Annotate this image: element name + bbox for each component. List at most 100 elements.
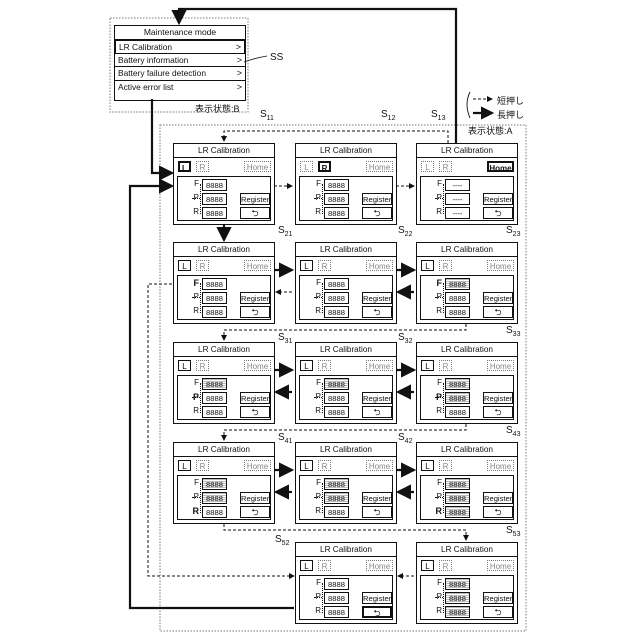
tab-l[interactable]: L (300, 260, 313, 271)
tab-r[interactable]: R (318, 360, 331, 371)
register-button[interactable]: Register (240, 193, 270, 205)
value-field-p[interactable]: ---- (445, 193, 470, 205)
register-button[interactable]: Register (483, 193, 513, 205)
value-field-f[interactable]: 8888 (324, 278, 349, 290)
tab-l[interactable]: L (300, 360, 313, 371)
tab-l[interactable]: L (421, 260, 434, 271)
back-icon[interactable]: ⮌ (362, 306, 392, 318)
value-field-p[interactable]: 8888 (202, 193, 227, 205)
register-button[interactable]: Register (483, 492, 513, 504)
value-field-r[interactable]: 8888 (445, 306, 470, 318)
value-field-f[interactable]: 8888 (445, 578, 470, 590)
register-button[interactable]: Register (240, 392, 270, 404)
value-field-p[interactable]: 8888 (324, 492, 349, 504)
tab-home[interactable]: Home (487, 360, 514, 371)
tab-l[interactable]: L (300, 161, 313, 172)
register-button[interactable]: Register (362, 292, 392, 304)
value-field-r[interactable]: 8888 (445, 606, 470, 618)
back-icon[interactable]: ⮌ (483, 207, 513, 219)
tab-l[interactable]: L (421, 460, 434, 471)
value-field-r[interactable]: 8888 (445, 506, 470, 518)
back-icon[interactable]: ⮌ (240, 306, 270, 318)
value-field-p[interactable]: 8888 (324, 193, 349, 205)
tab-home[interactable]: Home (366, 161, 393, 172)
tab-r[interactable]: R (196, 460, 209, 471)
tab-l[interactable]: L (421, 560, 434, 571)
value-field-r[interactable]: 8888 (324, 406, 349, 418)
value-field-f[interactable]: 8888 (202, 378, 227, 390)
tab-home[interactable]: Home (366, 260, 393, 271)
back-icon[interactable]: ⮌ (362, 506, 392, 518)
value-field-p[interactable]: 8888 (202, 492, 227, 504)
value-field-r[interactable]: 8888 (324, 606, 349, 618)
tab-r[interactable]: R (439, 260, 452, 271)
tab-r[interactable]: R (439, 360, 452, 371)
value-field-f[interactable]: 8888 (445, 278, 470, 290)
back-icon[interactable]: ⮌ (240, 506, 270, 518)
value-field-r[interactable]: 8888 (202, 406, 227, 418)
tab-home[interactable]: Home (487, 260, 514, 271)
back-icon[interactable]: ⮌ (362, 207, 392, 219)
tab-home[interactable]: Home (244, 161, 271, 172)
tab-home[interactable]: Home (244, 460, 271, 471)
tab-l[interactable]: L (421, 360, 434, 371)
value-field-r[interactable]: 8888 (324, 506, 349, 518)
tab-r[interactable]: R (439, 161, 452, 172)
tab-home[interactable]: Home (244, 360, 271, 371)
tab-l[interactable]: L (300, 560, 313, 571)
tab-l[interactable]: L (178, 161, 191, 172)
value-field-f[interactable]: 8888 (324, 179, 349, 191)
value-field-f[interactable]: 8888 (324, 578, 349, 590)
value-field-f[interactable]: 8888 (324, 378, 349, 390)
tab-home[interactable]: Home (487, 560, 514, 571)
tab-home[interactable]: Home (366, 360, 393, 371)
tab-r[interactable]: R (318, 161, 331, 172)
value-field-p[interactable]: 8888 (324, 592, 349, 604)
back-icon[interactable]: ⮌ (483, 506, 513, 518)
value-field-p[interactable]: 8888 (445, 292, 470, 304)
tab-r[interactable]: R (196, 260, 209, 271)
register-button[interactable]: Register (483, 292, 513, 304)
value-field-f[interactable]: 8888 (202, 478, 227, 490)
register-button[interactable]: Register (362, 592, 392, 604)
tab-r[interactable]: R (196, 360, 209, 371)
value-field-p[interactable]: 8888 (324, 292, 349, 304)
value-field-p[interactable]: 8888 (445, 392, 470, 404)
value-field-p[interactable]: 8888 (202, 392, 227, 404)
register-button[interactable]: Register (240, 292, 270, 304)
tab-home[interactable]: Home (366, 560, 393, 571)
register-button[interactable]: Register (362, 392, 392, 404)
tab-home[interactable]: Home (487, 460, 514, 471)
register-button[interactable]: Register (483, 392, 513, 404)
tab-r[interactable]: R (439, 460, 452, 471)
value-field-r[interactable]: 8888 (445, 406, 470, 418)
tab-l[interactable]: L (178, 260, 191, 271)
tab-l[interactable]: L (300, 460, 313, 471)
value-field-r[interactable]: 8888 (324, 306, 349, 318)
register-button[interactable]: Register (483, 592, 513, 604)
register-button[interactable]: Register (362, 193, 392, 205)
tab-r[interactable]: R (318, 260, 331, 271)
back-icon[interactable]: ⮌ (362, 606, 392, 618)
tab-home[interactable]: Home (487, 161, 514, 172)
register-button[interactable]: Register (240, 492, 270, 504)
tab-r[interactable]: R (196, 161, 209, 172)
back-icon[interactable]: ⮌ (483, 406, 513, 418)
value-field-f[interactable]: 8888 (324, 478, 349, 490)
tab-r[interactable]: R (318, 560, 331, 571)
value-field-r[interactable]: ---- (445, 207, 470, 219)
tab-l[interactable]: L (178, 460, 191, 471)
back-icon[interactable]: ⮌ (240, 406, 270, 418)
tab-l[interactable]: L (421, 161, 434, 172)
value-field-p[interactable]: 8888 (445, 592, 470, 604)
value-field-r[interactable]: 8888 (202, 306, 227, 318)
tab-r[interactable]: R (318, 460, 331, 471)
value-field-r[interactable]: 8888 (202, 506, 227, 518)
register-button[interactable]: Register (362, 492, 392, 504)
value-field-r[interactable]: 8888 (202, 207, 227, 219)
value-field-r[interactable]: 8888 (324, 207, 349, 219)
value-field-f[interactable]: 8888 (202, 278, 227, 290)
value-field-p[interactable]: 8888 (324, 392, 349, 404)
back-icon[interactable]: ⮌ (483, 606, 513, 618)
value-field-f[interactable]: 8888 (445, 378, 470, 390)
